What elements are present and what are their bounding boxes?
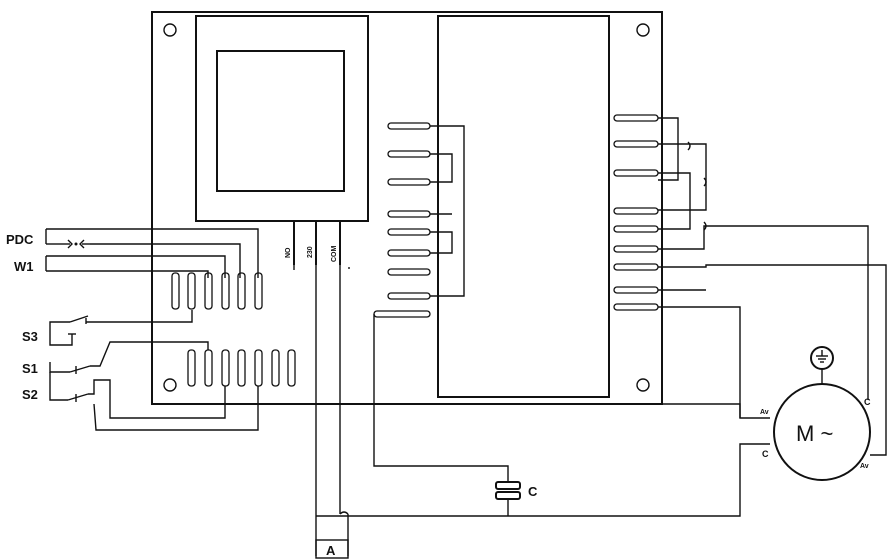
motor-label-c-right: C [864,397,871,407]
w1-wiring [45,255,226,278]
capacitor-wiring [316,314,770,517]
label-pdc: PDC [6,232,34,247]
middle-connector [373,122,431,318]
label-s3: S3 [22,329,38,344]
right-wiring [658,117,887,456]
switch-icon-s2 [49,372,259,431]
transformer-terminals: NO 230 COM [285,221,341,265]
mounting-hole-tr [636,23,650,37]
capacitor-icon [495,481,521,500]
motor-label-c-left: C [762,449,769,459]
label-w1: W1 [14,259,34,274]
middle-jumpers [430,125,465,297]
motor-label-av-right: Av [860,463,869,470]
transformer-inner [216,50,345,192]
label-a: A [326,543,336,558]
sensor-icon [62,239,90,249]
mounting-hole-tl [163,23,177,37]
switch-icon-s3 [49,310,193,346]
pdc-wiring [45,228,259,278]
terminal-label-230: 230 [307,246,314,258]
control-board [151,11,663,405]
mounting-hole-br [636,378,650,392]
terminal-label-no: NO [285,247,292,258]
board-to-motor-wire [662,403,741,418]
relay-module [437,15,610,398]
label-s1: S1 [22,361,38,376]
terminal-label-com: COM [331,246,338,263]
terminal-a [315,539,349,559]
supply-wiring [293,265,350,556]
ground-icon [810,346,834,384]
motor-label-av-left: Av [760,409,769,416]
label-s2: S2 [22,387,38,402]
right-connector [613,114,659,311]
left-connector-lower [187,349,296,387]
left-connector-upper [171,272,263,310]
switch-icon-s1 [49,341,209,374]
motor-label: M ~ [796,421,833,446]
transformer-outer [195,15,369,222]
label-capacitor: C [528,484,538,499]
mounting-hole-bl [163,378,177,392]
